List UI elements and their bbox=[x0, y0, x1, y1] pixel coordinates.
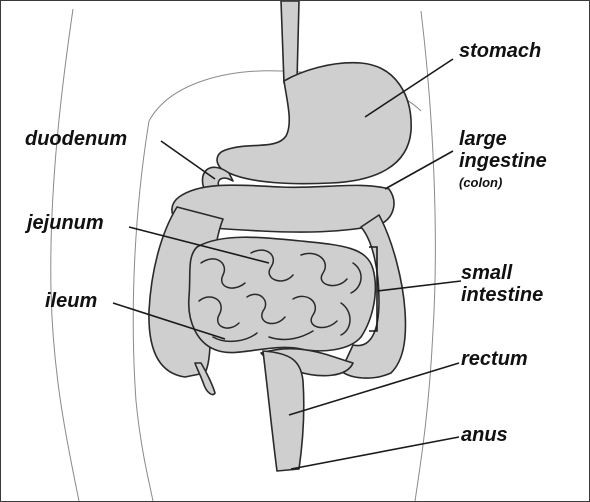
anus-leader bbox=[291, 437, 459, 469]
label-stomach: stomach bbox=[459, 41, 541, 62]
label-small-intestine-line1: small bbox=[461, 263, 512, 284]
rectum bbox=[263, 351, 304, 471]
esophagus bbox=[281, 1, 299, 83]
label-small-intestine-line2: intestine bbox=[461, 285, 543, 306]
torso-right-outline bbox=[415, 11, 435, 501]
label-ileum: ileum bbox=[45, 291, 97, 312]
label-large-intestine-line1: large bbox=[459, 129, 507, 150]
small-intestine bbox=[189, 237, 376, 352]
label-duodenum: duodenum bbox=[25, 129, 127, 150]
stomach bbox=[217, 63, 411, 184]
label-large-intestine-line2: ingestine bbox=[459, 151, 547, 172]
torso-left-outline bbox=[51, 9, 79, 501]
label-jejunum: jejunum bbox=[27, 213, 104, 234]
label-colon: (colon) bbox=[459, 175, 502, 190]
duodenum-leader bbox=[161, 141, 215, 179]
label-rectum: rectum bbox=[461, 349, 528, 370]
label-anus: anus bbox=[461, 425, 508, 446]
